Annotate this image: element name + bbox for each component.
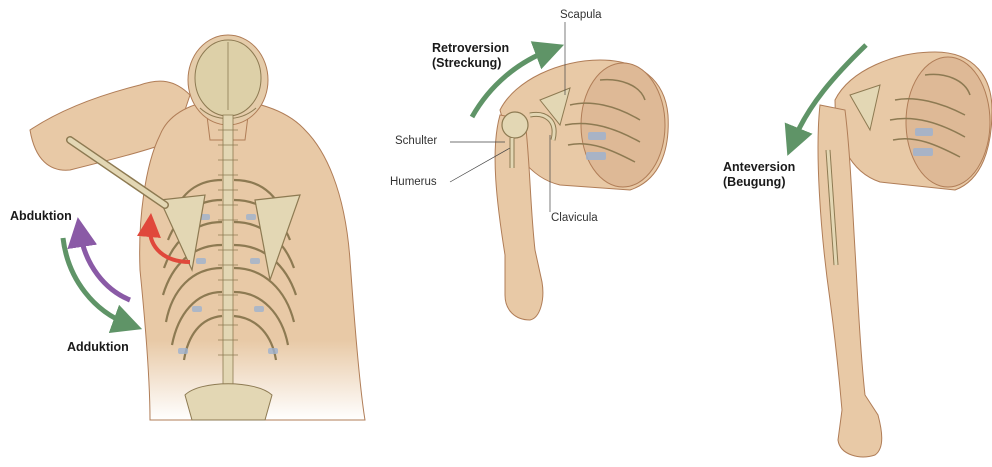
label-adduktion: Adduktion	[67, 340, 129, 355]
label-scapula: Scapula	[560, 9, 602, 21]
label-abduktion: Abduktion	[10, 209, 72, 224]
label-humerus: Humerus	[390, 176, 437, 188]
label-clavicula: Clavicula	[551, 212, 598, 224]
back-view-figure	[30, 35, 365, 420]
label-anteversion: Anteversion	[723, 160, 795, 175]
humerus-head	[502, 112, 528, 138]
adduction-arrow	[63, 238, 128, 324]
label-retroversion: Retroversion	[432, 41, 509, 56]
label-schulter: Schulter	[395, 135, 437, 147]
abduction-arrow	[80, 232, 130, 300]
pelvis	[185, 384, 272, 420]
anteversion-figure	[793, 45, 992, 457]
label-beugung: (Beugung)	[723, 175, 785, 190]
label-streckung: (Streckung)	[432, 56, 501, 71]
